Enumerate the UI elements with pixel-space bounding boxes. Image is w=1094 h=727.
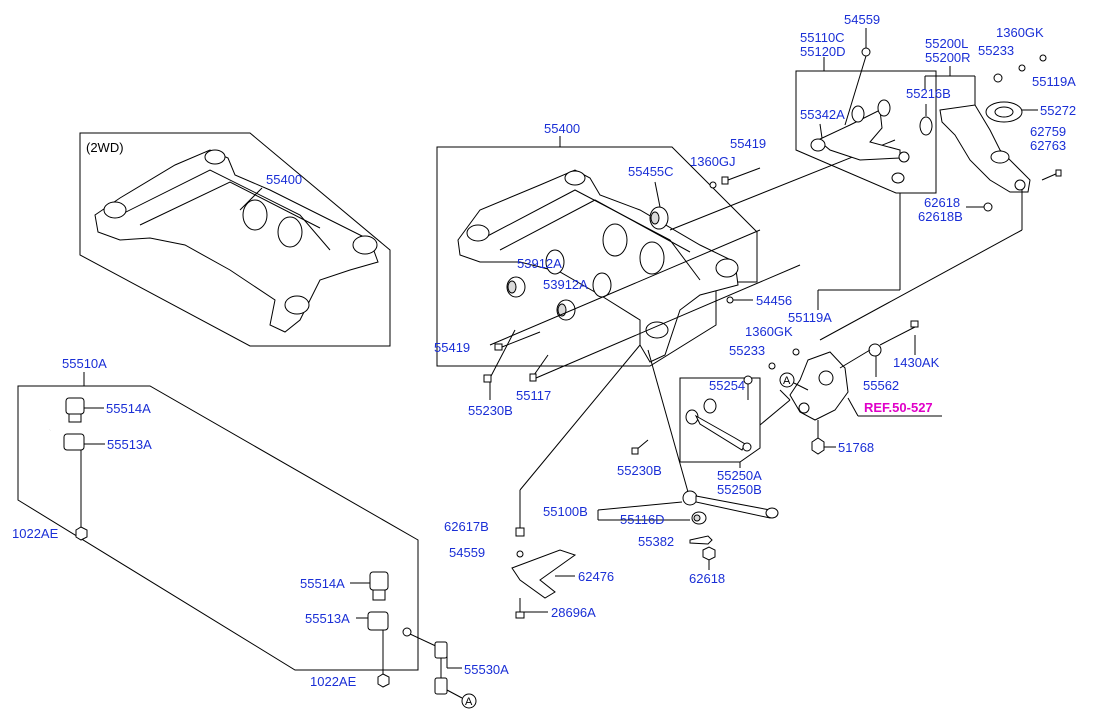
- label-54559-bot: 54559: [449, 545, 485, 560]
- lower-arm-drawing: [939, 104, 1031, 193]
- label-62617b: 62617B: [444, 519, 489, 534]
- label-1360gk-mid: 1360GK: [745, 324, 793, 339]
- label-53912a-1: 53912A: [517, 256, 562, 271]
- callout-a-knuckle: A: [779, 372, 795, 388]
- label-54456: 54456: [756, 293, 792, 308]
- bushing-55514a-top: [65, 397, 85, 423]
- label-1022ae-bot: 1022AE: [310, 674, 357, 689]
- label-1430ak: 1430AK: [893, 355, 940, 370]
- label-55510a: 55510A: [62, 356, 107, 371]
- nut-54559-top: [844, 28, 871, 126]
- label-55419-left: 55419: [434, 340, 470, 355]
- bolt-55230b-mid: [631, 439, 649, 455]
- label-55530a: 55530A: [464, 662, 509, 677]
- variant-note: (2WD): [86, 140, 124, 155]
- label-62476: 62476: [578, 569, 614, 584]
- bracket-55513a-top: [63, 433, 85, 451]
- label-55119a-top: 55119A: [1032, 74, 1076, 89]
- bolt-1430ak: [879, 320, 919, 346]
- label-55250a: 55250A: [717, 468, 762, 483]
- label-55562: 55562: [863, 378, 899, 393]
- bolt-28696a: [515, 598, 525, 619]
- label-55230b-left: 55230B: [468, 403, 513, 418]
- label-28696a: 28696A: [551, 605, 596, 620]
- nut-1022ae-top: [75, 526, 88, 541]
- subframe-drawing: [457, 169, 739, 363]
- label-62763: 62763: [1030, 138, 1066, 153]
- spring-seat-55272: [985, 101, 1023, 123]
- label-55110c: 55110C: [800, 30, 845, 45]
- link-55250-drawing: [685, 398, 752, 452]
- stabilizer-frame: [17, 372, 419, 671]
- bushing-55562: [868, 343, 882, 357]
- reference-link[interactable]: REF.50-527: [864, 400, 933, 415]
- label-55513a-bot: 55513A: [305, 611, 350, 626]
- stabilizer-bar-drawing: [32, 428, 407, 658]
- label-55513a-top: 55513A: [107, 437, 152, 452]
- label-1360gj: 1360GJ: [690, 154, 736, 169]
- label-55272: 55272: [1040, 103, 1076, 118]
- label-62759: 62759: [1030, 124, 1066, 139]
- subframe-2wd-drawing: [94, 149, 379, 333]
- bushing-53912a-1: [506, 276, 526, 298]
- label-62618b: 62618B: [918, 209, 963, 224]
- bracket-62476: [511, 549, 577, 599]
- bushing-55116d: [691, 511, 707, 525]
- bracket-55513a-bot: [367, 611, 389, 631]
- label-55230b-mid: 55230B: [617, 463, 662, 478]
- bolt-62759: [1041, 169, 1062, 181]
- nut-1360gj: [709, 181, 717, 189]
- label-55200l: 55200L: [925, 36, 968, 51]
- callout-a-link: A: [461, 693, 477, 709]
- bolt-55382: [689, 535, 713, 545]
- label-1360gk-top: 1360GK: [996, 25, 1044, 40]
- label-55342a: 55342A: [800, 107, 845, 122]
- bolt-55230b-left: [483, 329, 516, 400]
- label-55400: 55400: [544, 121, 580, 136]
- label-55100b: 55100B: [543, 504, 588, 519]
- knuckle-drawing: [789, 351, 849, 421]
- stabilizer-link-drawing: [402, 627, 463, 699]
- label-62618-bot: 62618: [689, 571, 725, 586]
- label-55455c: 55455C: [628, 164, 674, 179]
- bolt-55419-left: [494, 331, 541, 351]
- lateral-link-drawing: [682, 490, 779, 519]
- label-55250b: 55250B: [717, 482, 762, 497]
- label-54559-top: 54559: [844, 12, 880, 27]
- label-51768: 51768: [838, 440, 874, 455]
- label-55120d: 55120D: [800, 44, 846, 59]
- svg-text:A: A: [465, 696, 473, 708]
- label-55514a-top: 55514A: [106, 401, 151, 416]
- bolt-55419-top: [721, 167, 761, 185]
- label-55116d: 55116D: [620, 512, 665, 527]
- label-55117: 55117: [516, 388, 551, 403]
- bushing-55514a-bot: [369, 571, 389, 601]
- label-53912a-2: 53912A: [543, 277, 588, 292]
- label-1022ae-top: 1022AE: [12, 526, 59, 541]
- upper-arm-frame: [795, 57, 937, 194]
- nut-51768: [811, 420, 836, 455]
- inset-2wd-frame: [79, 132, 391, 347]
- label-55200r: 55200R: [925, 50, 971, 65]
- label-55419-top: 55419: [730, 136, 766, 151]
- label-55216b: 55216B: [906, 86, 951, 101]
- bolt-62617b: [515, 512, 525, 537]
- label-55254: 55254: [709, 378, 745, 393]
- nut-62618-bot: [702, 546, 716, 561]
- label-55233-top: 55233: [978, 43, 1014, 58]
- label-55233-mid: 55233: [729, 343, 765, 358]
- upper-arm-drawing: [810, 99, 910, 184]
- svg-text:A: A: [783, 375, 791, 387]
- bushing-55216b: [919, 116, 933, 136]
- label-55119a-mid: 55119A: [788, 310, 832, 325]
- bushing-55455c: [649, 206, 669, 230]
- label-55382: 55382: [638, 534, 674, 549]
- label-55514a-bot: 55514A: [300, 576, 345, 591]
- nut-1022ae-bot: [377, 673, 390, 688]
- label-55400-2wd: 55400: [266, 172, 302, 187]
- label-62618-r: 62618: [924, 195, 960, 210]
